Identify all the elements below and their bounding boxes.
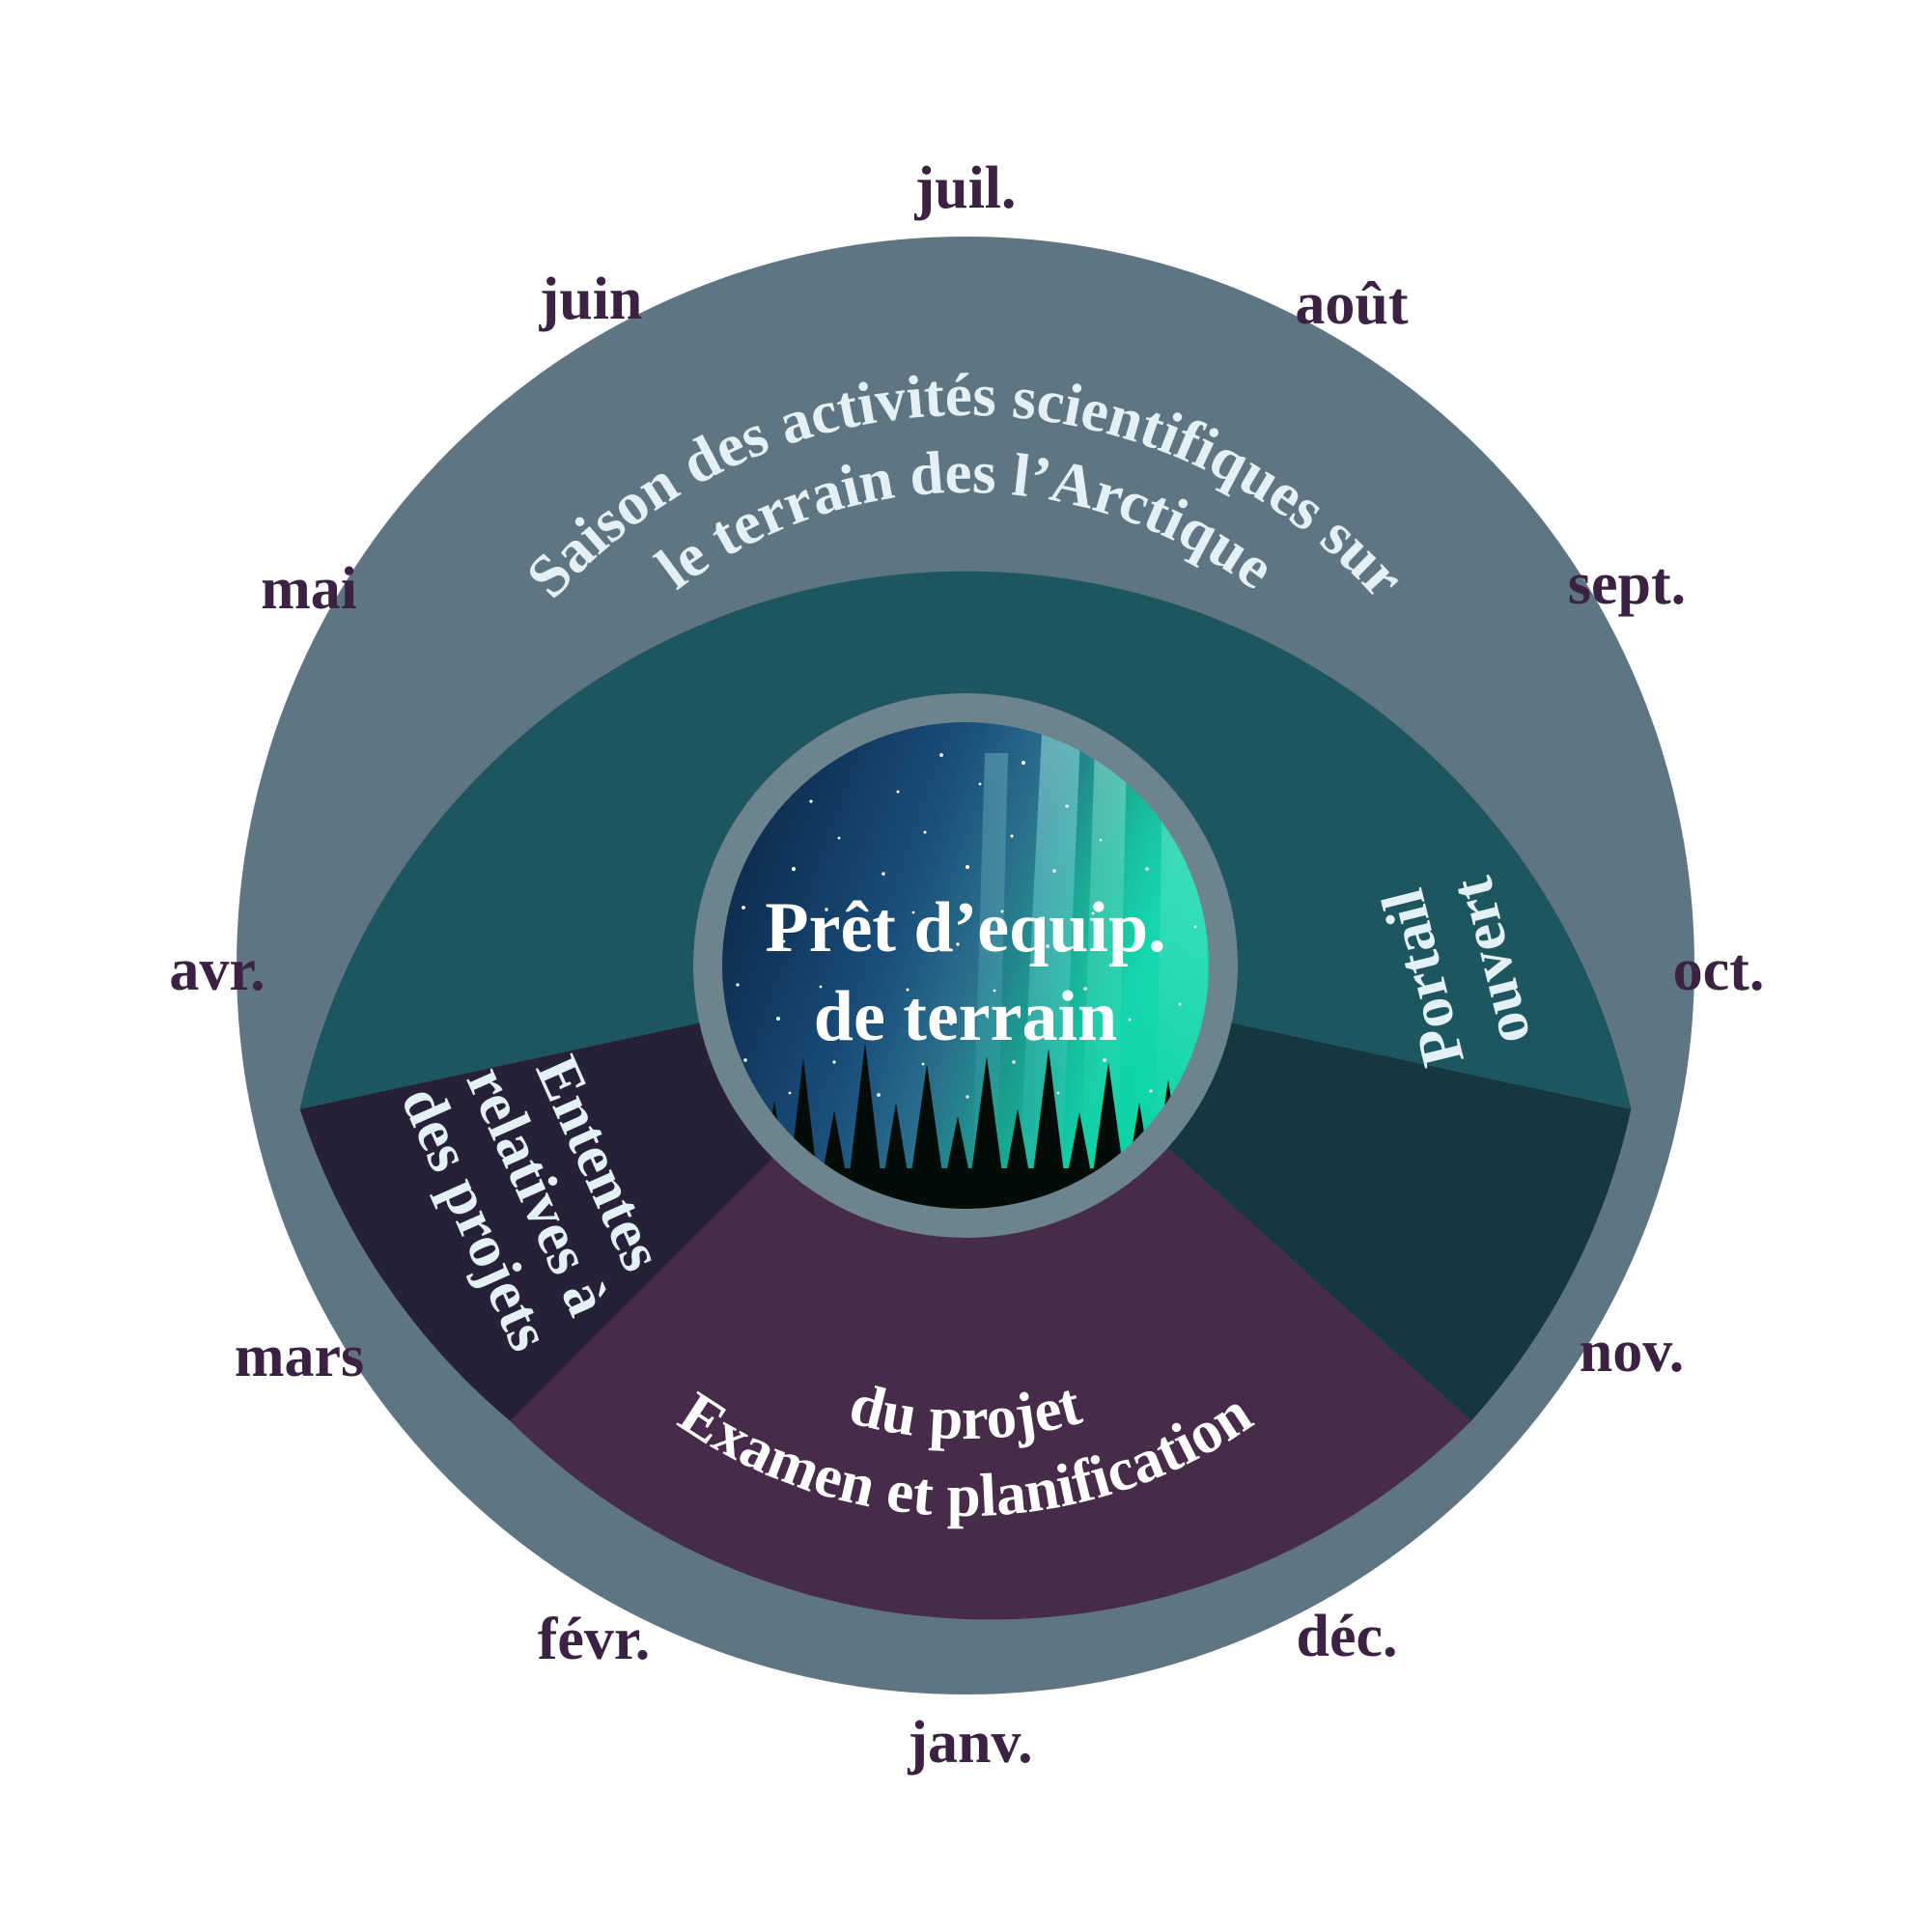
- month-label-sept: sept.: [1568, 551, 1686, 617]
- month-label-juin: juin: [539, 266, 643, 332]
- center-title-line1: Prêt d’equip.: [765, 888, 1165, 967]
- segment-examen-planification[interactable]: [510, 966, 1471, 1620]
- month-label-oct: oct.: [1673, 938, 1765, 1003]
- month-label-nov: nov.: [1580, 1319, 1685, 1385]
- month-label-janv: janv.: [907, 1710, 1032, 1776]
- month-label-fevr: févr.: [538, 1607, 651, 1672]
- month-label-avr: avr.: [169, 938, 265, 1003]
- month-label-aout: août: [1295, 271, 1408, 337]
- month-label-juil: juil.: [913, 155, 1016, 221]
- center-title-line2: de terrain: [814, 977, 1117, 1056]
- month-label-mars: mars: [235, 1324, 364, 1389]
- month-label-mai: mai: [261, 556, 357, 622]
- month-label-dec: déc.: [1296, 1604, 1397, 1669]
